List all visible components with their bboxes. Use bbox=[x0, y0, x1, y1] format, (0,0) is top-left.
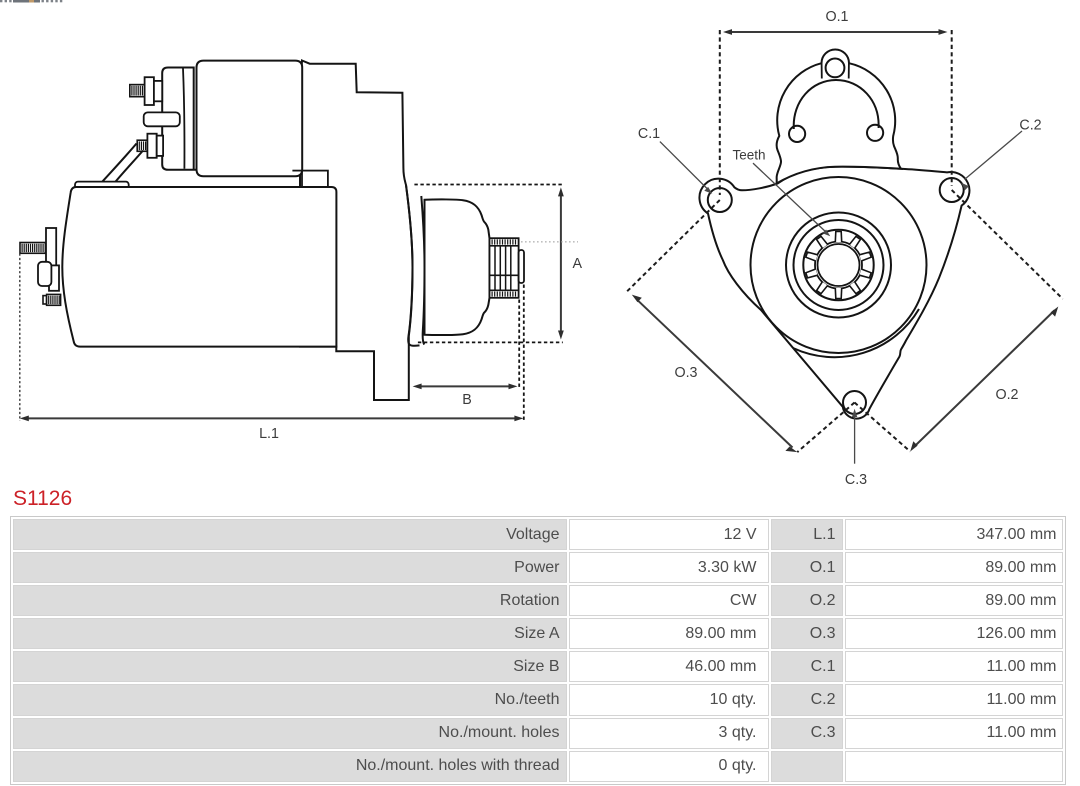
svg-text:B: B bbox=[462, 392, 472, 408]
svg-text:O.2: O.2 bbox=[995, 387, 1018, 403]
svg-text:O.1: O.1 bbox=[825, 9, 848, 25]
svg-text:A: A bbox=[573, 256, 583, 272]
svg-text:Teeth: Teeth bbox=[732, 148, 765, 163]
svg-text:C.1: C.1 bbox=[638, 126, 660, 142]
svg-text:L.1: L.1 bbox=[259, 426, 279, 442]
svg-text:O.3: O.3 bbox=[674, 365, 697, 381]
svg-text:C.3: C.3 bbox=[845, 472, 867, 488]
svg-text:C.2: C.2 bbox=[1019, 118, 1041, 134]
